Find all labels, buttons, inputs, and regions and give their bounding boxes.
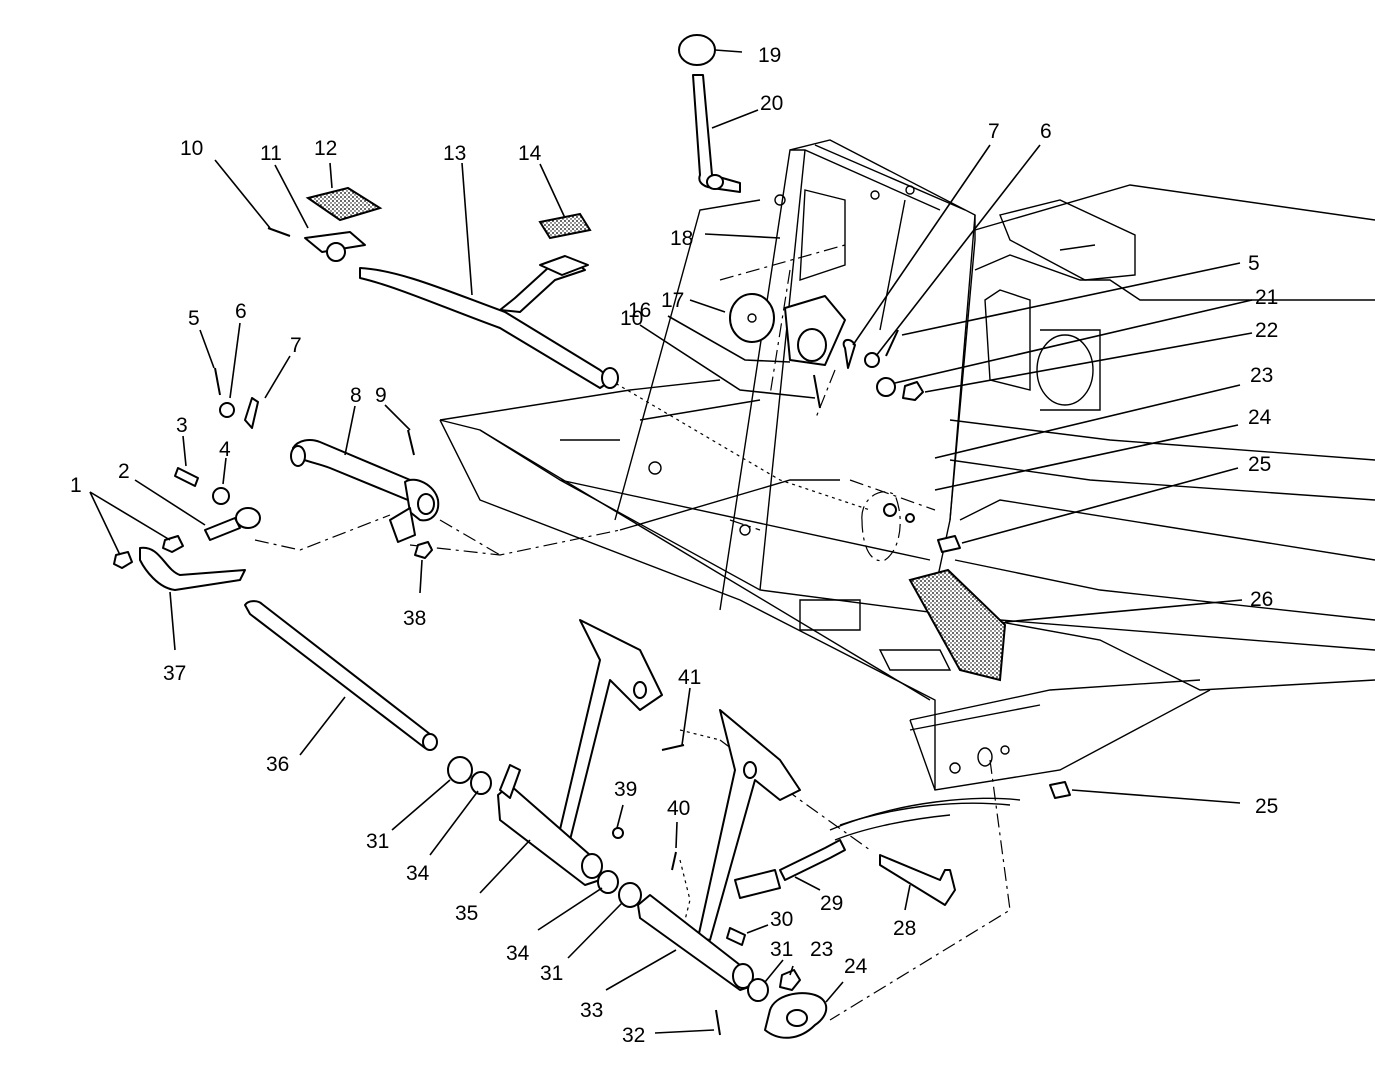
callout-13: 13 bbox=[443, 142, 466, 165]
callout-32: 32 bbox=[622, 1024, 645, 1047]
callout-33: 33 bbox=[580, 999, 603, 1022]
callout-28: 28 bbox=[893, 917, 916, 940]
callout-26: 26 bbox=[1250, 588, 1273, 611]
callout-31: 31 bbox=[366, 830, 389, 853]
callout-1: 1 bbox=[70, 474, 82, 497]
callout-3: 3 bbox=[176, 414, 188, 437]
callout-7b: 7 bbox=[988, 120, 1000, 143]
callout-6: 6 bbox=[235, 300, 247, 323]
callout-8: 8 bbox=[350, 384, 362, 407]
callout-25: 25 bbox=[1248, 453, 1271, 476]
leader-lines bbox=[89, 49, 1253, 1034]
callout-4: 4 bbox=[219, 438, 231, 461]
alignment-lines bbox=[254, 244, 1011, 1021]
callout-31b: 31 bbox=[540, 962, 563, 985]
callout-34b: 34 bbox=[506, 942, 530, 965]
callout-16: 16 bbox=[628, 299, 651, 322]
callout-24: 24 bbox=[1248, 406, 1272, 429]
callout-14: 14 bbox=[518, 142, 542, 165]
callout-2: 2 bbox=[118, 460, 130, 483]
callout-41: 41 bbox=[678, 666, 701, 689]
callout-38: 38 bbox=[403, 607, 426, 630]
callout-21: 21 bbox=[1255, 286, 1278, 309]
callout-30: 30 bbox=[770, 908, 793, 931]
lower-pedal-assembly bbox=[447, 619, 956, 1039]
frame-assembly bbox=[439, 139, 1375, 841]
callout-10b: 10 bbox=[620, 307, 643, 330]
callout-20: 20 bbox=[760, 92, 783, 115]
callout-9: 9 bbox=[375, 384, 387, 407]
brake-pedal-assembly bbox=[267, 186, 619, 389]
callout-31c: 31 bbox=[770, 938, 793, 961]
callout-12: 12 bbox=[314, 137, 337, 160]
callout-25b: 25 bbox=[1255, 795, 1278, 818]
callout-10: 10 bbox=[180, 137, 203, 160]
throttle-arm-assembly bbox=[113, 367, 440, 591]
callout-18: 18 bbox=[670, 227, 693, 250]
callout-29: 29 bbox=[820, 892, 843, 915]
callout-22: 22 bbox=[1255, 319, 1278, 342]
callout-5: 5 bbox=[188, 307, 200, 330]
callout-35: 35 bbox=[455, 902, 478, 925]
callout-37: 37 bbox=[163, 662, 186, 685]
callout-23b: 23 bbox=[810, 938, 833, 961]
callout-11: 11 bbox=[260, 142, 282, 165]
callout-23: 23 bbox=[1250, 364, 1273, 387]
callout-36: 36 bbox=[266, 753, 289, 776]
callout-7: 7 bbox=[290, 334, 302, 357]
callout-19: 19 bbox=[758, 44, 781, 67]
callout-24b: 24 bbox=[844, 955, 868, 978]
callout-39: 39 bbox=[614, 778, 637, 801]
shaft-36 bbox=[244, 600, 438, 751]
callout-17: 17 bbox=[661, 289, 684, 312]
steering-column-assembly bbox=[678, 34, 1071, 799]
callout-6b: 6 bbox=[1040, 120, 1052, 143]
callout-labels: 1 2 3 4 5 6 7 8 9 10 11 12 13 14 10 16 1… bbox=[70, 44, 1278, 1047]
callout-40: 40 bbox=[667, 797, 690, 820]
callout-5b: 5 bbox=[1248, 252, 1260, 275]
callout-34: 34 bbox=[406, 862, 430, 885]
